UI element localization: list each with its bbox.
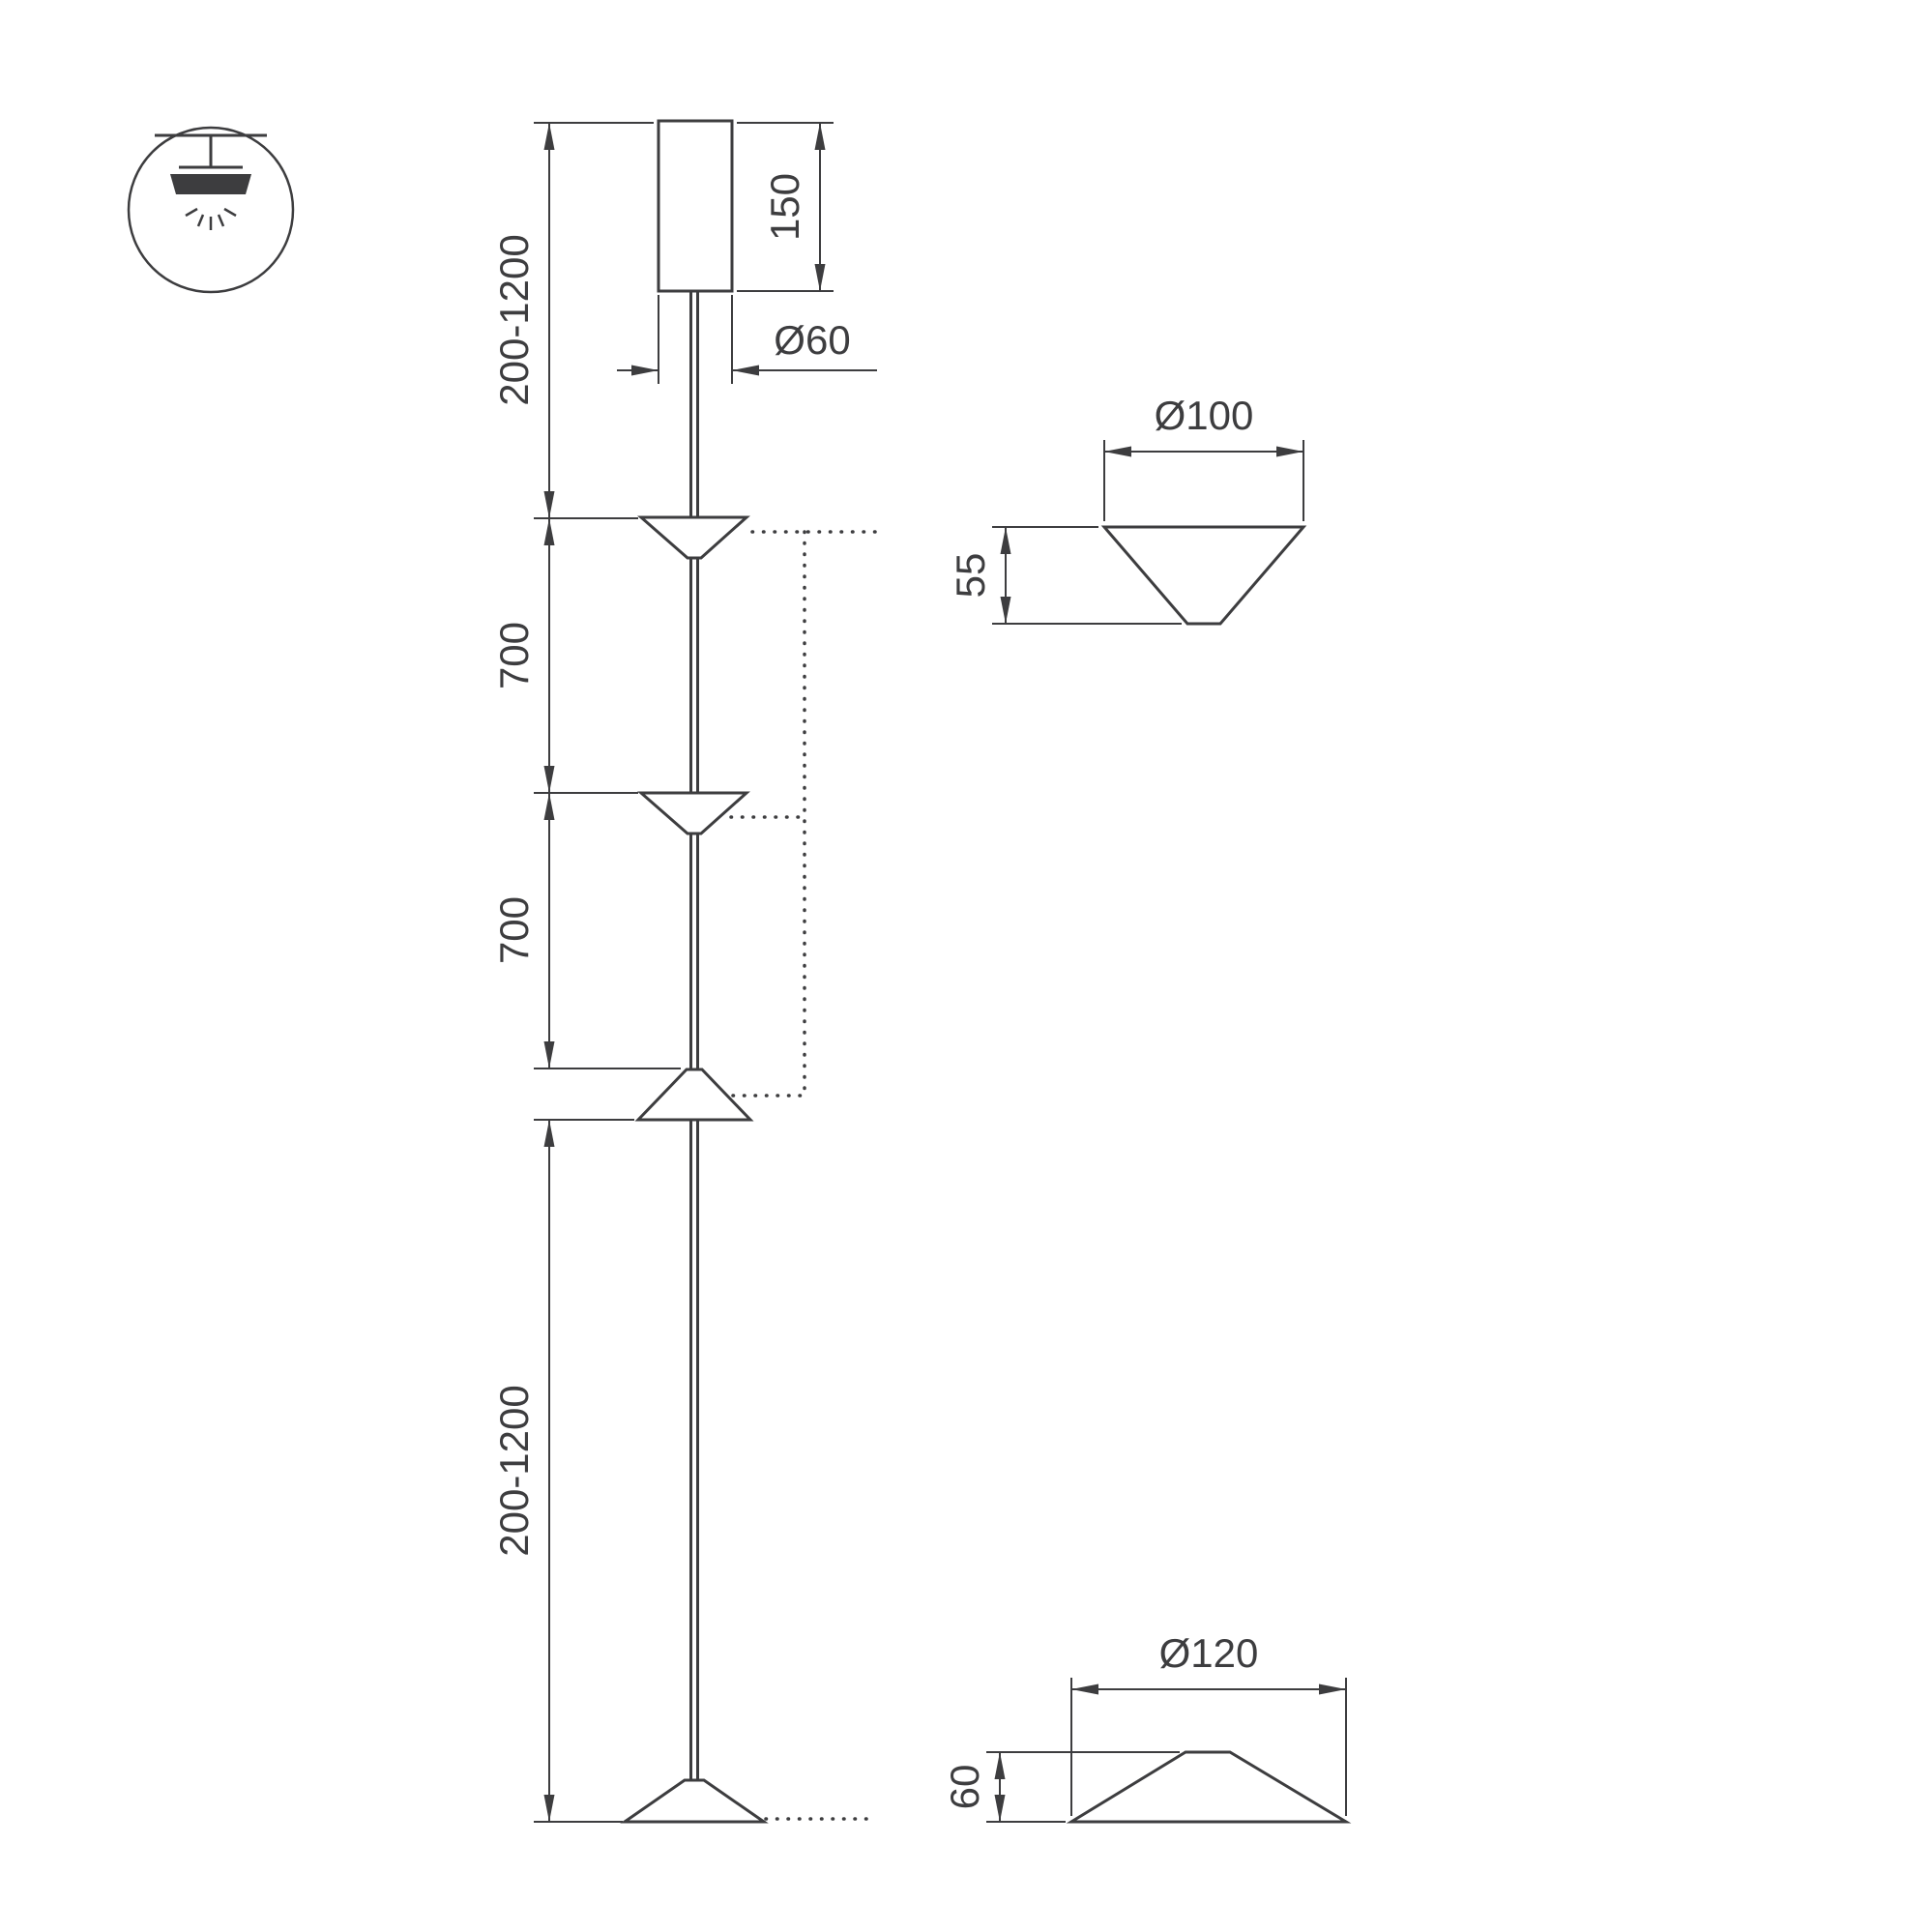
arrowhead [1276, 446, 1303, 457]
dim-label-bottom-diameter: Ø120 [1159, 1630, 1259, 1676]
pendant-main-view [620, 119, 769, 1824]
arrowhead [543, 518, 555, 545]
dimension-canopy-diameter: Ø60 [617, 295, 877, 384]
canopy-outline [657, 119, 734, 293]
suspension-wire [689, 289, 699, 1784]
icon-light-rays [185, 207, 237, 230]
ceiling-pendant-mount-icon [127, 126, 295, 294]
dimension-canopy-height: 150 [737, 122, 834, 292]
dim-label-top-diameter: Ø100 [1155, 393, 1254, 438]
cone-detail-bottom-view: Ø120 60 [942, 1630, 1352, 1824]
arrowhead [1104, 446, 1131, 457]
cone-detail-top-view: Ø100 55 [948, 393, 1307, 626]
arrowhead [1000, 597, 1011, 624]
reference-dotted-lines [729, 530, 877, 1821]
dim-label-spacing-upper: 700 [491, 622, 537, 689]
arrowhead [631, 365, 659, 376]
dim-label-canopy-height: 150 [762, 173, 807, 241]
arrowhead [994, 1795, 1006, 1822]
arrowhead [814, 264, 826, 291]
icon-lamp-shade [170, 174, 251, 194]
arrowhead [732, 365, 759, 376]
arrowhead [1071, 1683, 1098, 1695]
cone-detail-bottom-outline [1066, 1750, 1352, 1824]
cone-diffuser-1 [637, 515, 750, 560]
dim-label-suspension-bottom: 200-1200 [491, 1385, 537, 1557]
arrowhead [994, 1752, 1006, 1779]
arrowhead [543, 793, 555, 820]
dim-label-suspension-top: 200-1200 [491, 234, 537, 406]
cone-diffuser-2 [637, 791, 750, 835]
icon-circle [127, 126, 295, 294]
arrowhead [543, 1120, 555, 1147]
arrowhead [814, 123, 826, 150]
arrowhead [1000, 527, 1011, 554]
dim-label-bottom-height: 60 [942, 1765, 987, 1810]
dimension-chain-left: 200-1200 700 700 200-1200 [491, 122, 681, 1823]
dim-label-top-height: 55 [948, 553, 993, 599]
ray-line [223, 207, 237, 218]
ray-line [196, 214, 205, 227]
arrowhead [543, 766, 555, 793]
arrowhead [543, 123, 555, 150]
dim-label-spacing-lower: 700 [491, 896, 537, 964]
cone-detail-top-outline [1100, 525, 1307, 626]
arrowhead [543, 1041, 555, 1068]
arrowhead [543, 491, 555, 518]
arrowhead [1319, 1683, 1346, 1695]
arrowhead [543, 1795, 555, 1822]
cone-diffuser-3 [634, 1068, 754, 1122]
dim-label-canopy-diameter: Ø60 [774, 317, 850, 363]
ray-line [185, 207, 198, 218]
cone-diffuser-bottom [620, 1778, 769, 1824]
ray-line [217, 214, 225, 227]
